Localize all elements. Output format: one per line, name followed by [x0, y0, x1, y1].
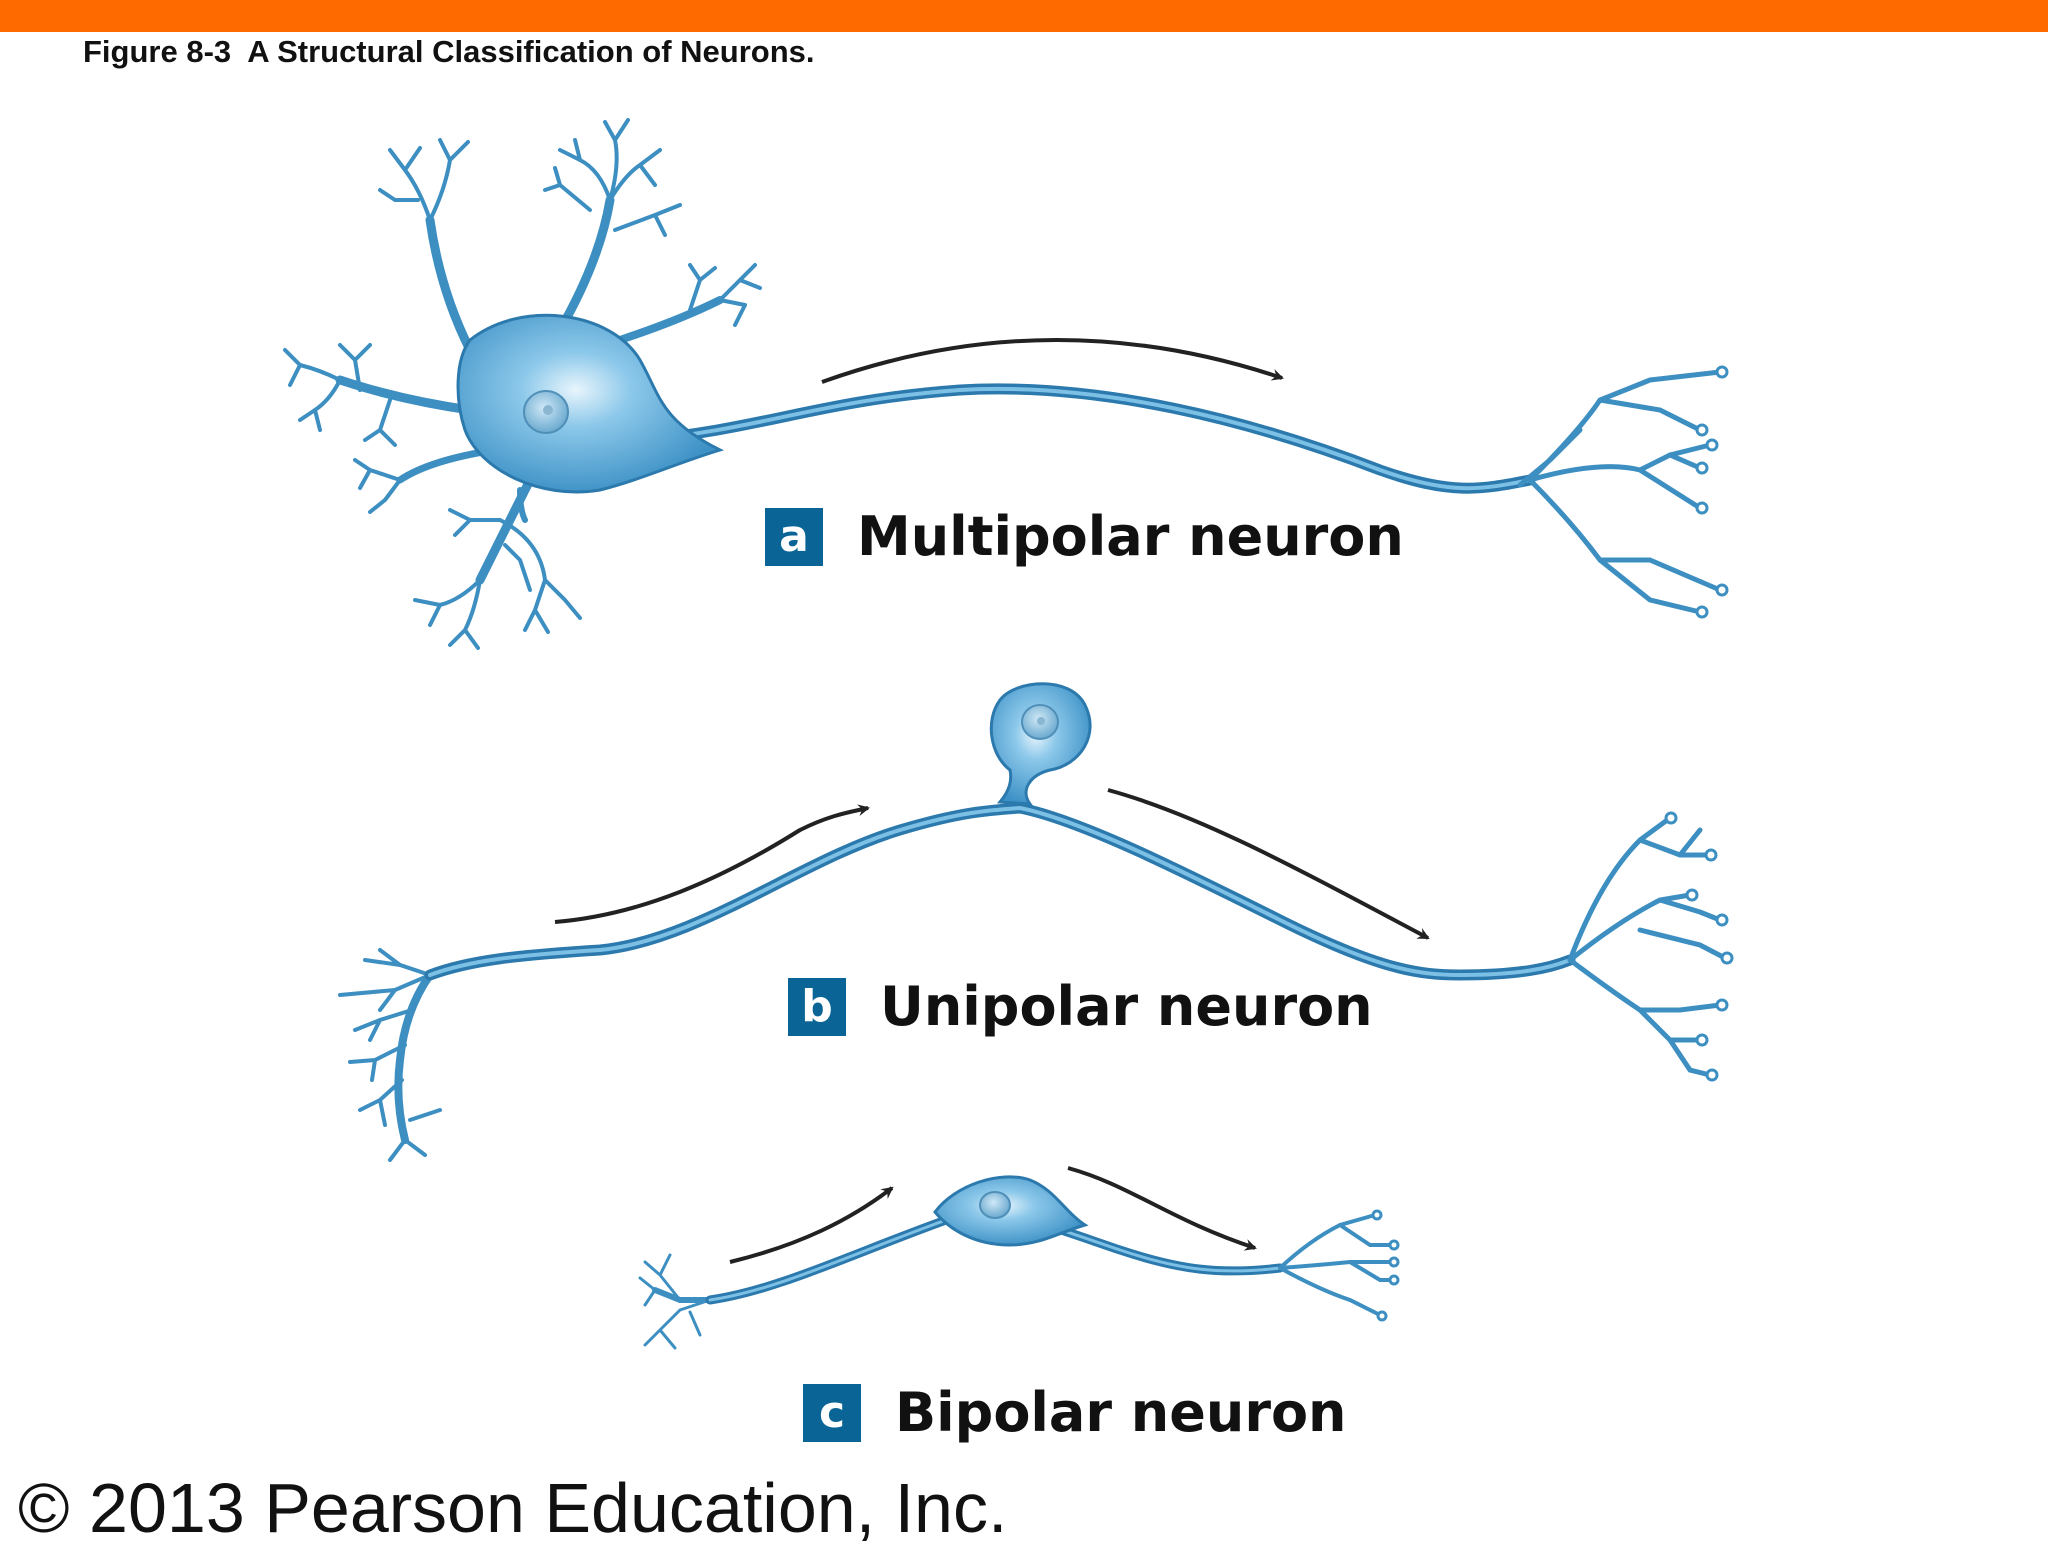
panel-b-label: b Unipolar neuron	[788, 975, 1373, 1038]
bipolar-neuron	[638, 1166, 1400, 1350]
panel-b-title: Unipolar neuron	[880, 975, 1373, 1038]
unipolar-neuron	[338, 682, 1734, 1162]
panel-c-label: c Bipolar neuron	[803, 1381, 1347, 1444]
top-accent-bar	[0, 0, 2048, 32]
panel-c-badge: c	[803, 1383, 861, 1442]
panel-a-badge: a	[765, 507, 823, 566]
panel-a-label: a Multipolar neuron	[765, 505, 1404, 568]
panel-a-title: Multipolar neuron	[857, 505, 1404, 568]
panel-b-badge: b	[788, 977, 846, 1036]
copyright-notice: © 2013 Pearson Education, Inc.	[18, 1469, 1008, 1547]
multipolar-neuron	[283, 118, 1729, 650]
figure-title: Figure 8-3 A Structural Classification o…	[83, 34, 815, 69]
panel-c-title: Bipolar neuron	[895, 1381, 1347, 1444]
